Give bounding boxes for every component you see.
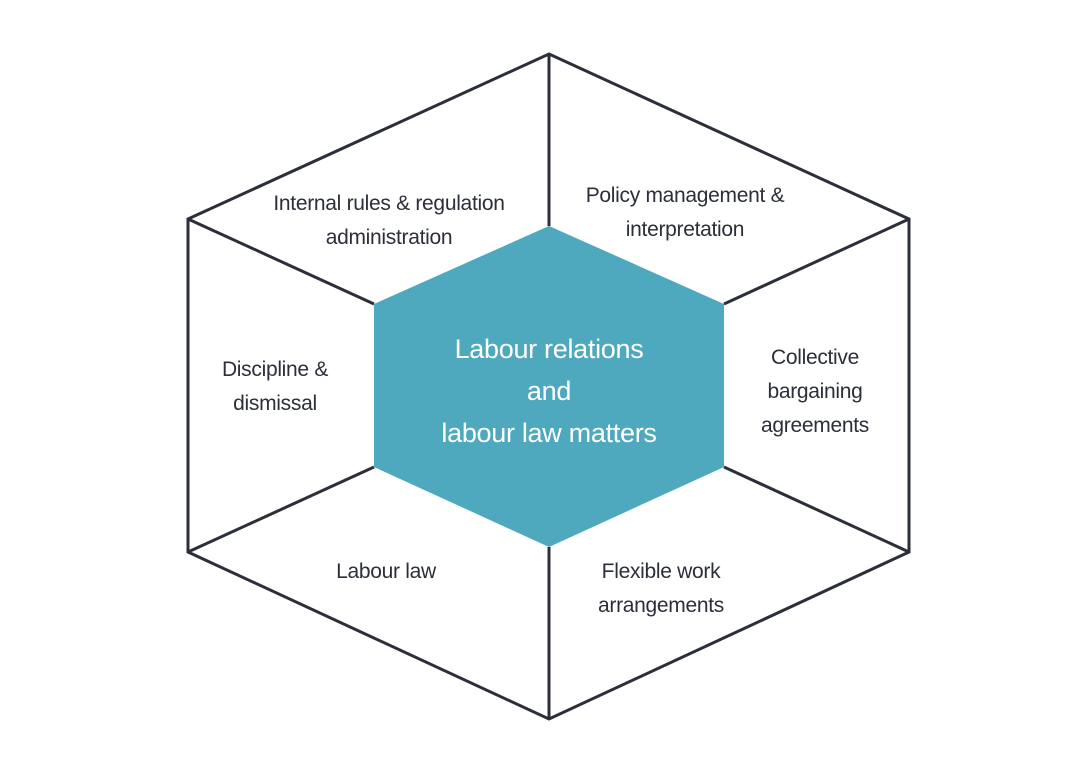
segment-policy-management: Policy management & interpretation — [586, 179, 785, 247]
center-hexagon — [374, 226, 724, 547]
segment-label-line: bargaining — [767, 380, 863, 403]
segment-internal-rules: Internal rules & regulation administrati… — [273, 187, 505, 255]
segment-label-line: interpretation — [625, 218, 745, 241]
segment-label-line: Discipline & — [221, 358, 329, 381]
segment-label-line: administration — [325, 226, 453, 249]
center-label: Labour relations and labour law matters — [441, 328, 657, 454]
divider-upper-right — [723, 217, 910, 306]
center-label-line: and — [526, 376, 572, 406]
divider-lower-left — [187, 465, 375, 554]
divider-upper-left — [187, 217, 375, 306]
segment-label-line: Collective — [770, 346, 860, 369]
segment-flexible-work: Flexible work arrangements — [598, 555, 724, 623]
segment-label-line: agreements — [761, 414, 869, 437]
segment-collective-bargaining: Collective bargaining agreements — [761, 341, 869, 443]
center-label-line: Labour relations — [454, 334, 644, 364]
segment-label-line: Internal rules & regulation — [273, 192, 505, 215]
segment-discipline-dismissal: Discipline & dismissal — [222, 353, 328, 421]
segment-labour-law: Labour law — [336, 555, 436, 589]
segment-label-line: dismissal — [233, 392, 317, 415]
segment-label-line: Flexible work — [601, 560, 721, 583]
divider-lower-right — [723, 465, 910, 554]
center-label-line: labour law matters — [441, 418, 657, 448]
segment-label-line: Labour law — [336, 560, 436, 583]
segment-label-line: arrangements — [598, 594, 724, 617]
segment-label-line: Policy management & — [585, 184, 785, 207]
